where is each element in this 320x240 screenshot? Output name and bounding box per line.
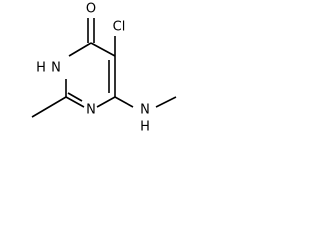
bond-c4-c5 xyxy=(90,42,116,57)
chemical-structure: O Cl H N N N H xyxy=(31,2,177,135)
amine-h-label: H xyxy=(140,120,150,135)
ring-nh-n-label: N xyxy=(51,61,61,76)
bond-c2-methyl xyxy=(31,96,67,118)
chlorine-label: Cl xyxy=(113,20,126,35)
ring-n-label: N xyxy=(86,103,96,118)
bond-n1-c2 xyxy=(65,96,85,108)
bond-c6-n1 xyxy=(96,96,116,108)
ring-nh-h-label: H xyxy=(36,61,46,76)
amine-n-label: N xyxy=(140,103,150,118)
bond-nh-methyl xyxy=(155,96,177,108)
oxygen-label: O xyxy=(86,2,96,17)
bond-n1-c2-double xyxy=(67,92,83,102)
bond-c4-n3 xyxy=(68,42,92,57)
bond-c6-nh xyxy=(114,96,134,108)
